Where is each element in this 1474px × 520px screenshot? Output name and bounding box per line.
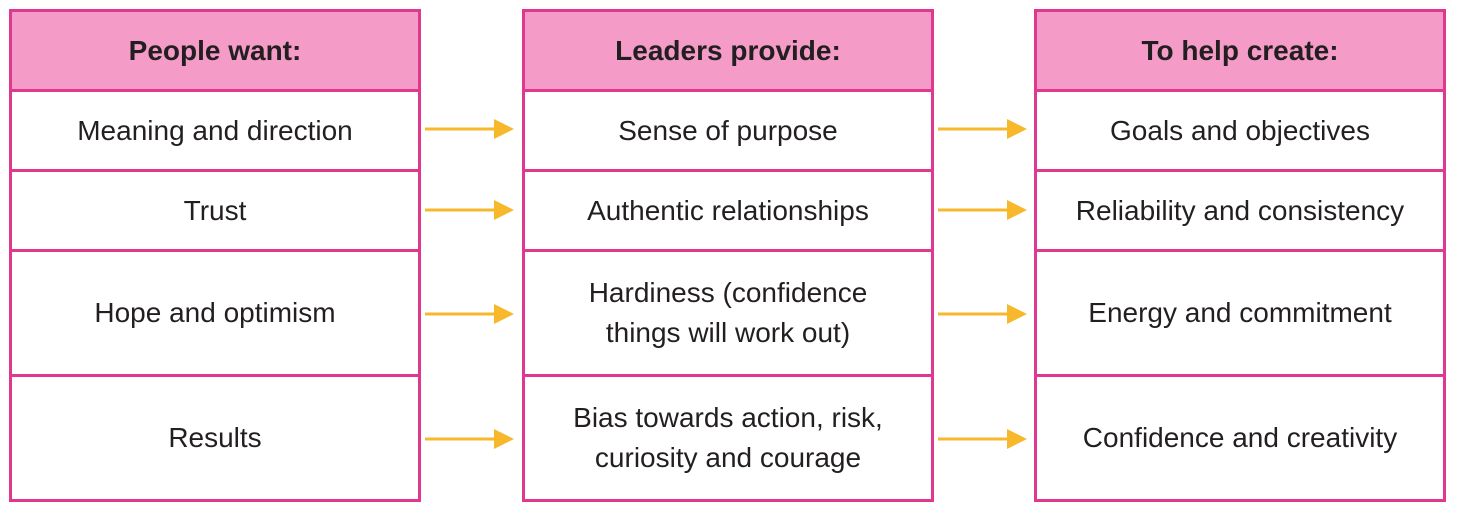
table-cell: Hardiness (confidence things will work o… [522, 249, 934, 377]
arrow-right-icon [425, 200, 514, 220]
column-header: Leaders provide: [522, 9, 934, 92]
table-cell: Reliability and consistency [1034, 169, 1446, 252]
table-cell: Bias towards action, risk, curiosity and… [522, 374, 934, 502]
table-cell: Confidence and creativity [1034, 374, 1446, 502]
table-cell: Hope and optimism [9, 249, 421, 377]
table-cell: Results [9, 374, 421, 502]
table-cell: Energy and commitment [1034, 249, 1446, 377]
column-header: To help create: [1034, 9, 1446, 92]
column-to-help-create: To help create: Goals and objectives Rel… [1034, 9, 1446, 502]
arrow-right-icon [425, 119, 514, 139]
arrow-right-icon [938, 119, 1027, 139]
table-cell: Goals and objectives [1034, 89, 1446, 172]
arrow-right-icon [938, 429, 1027, 449]
column-header: People want: [9, 9, 421, 92]
table-cell: Meaning and direction [9, 89, 421, 172]
arrow-right-icon [425, 429, 514, 449]
table-cell: Sense of purpose [522, 89, 934, 172]
arrow-right-icon [938, 200, 1027, 220]
column-leaders-provide: Leaders provide: Sense of purpose Authen… [522, 9, 934, 502]
table-cell: Trust [9, 169, 421, 252]
table-cell: Authentic relationships [522, 169, 934, 252]
column-people-want: People want: Meaning and direction Trust… [9, 9, 421, 502]
arrow-right-icon [425, 304, 514, 324]
arrow-right-icon [938, 304, 1027, 324]
